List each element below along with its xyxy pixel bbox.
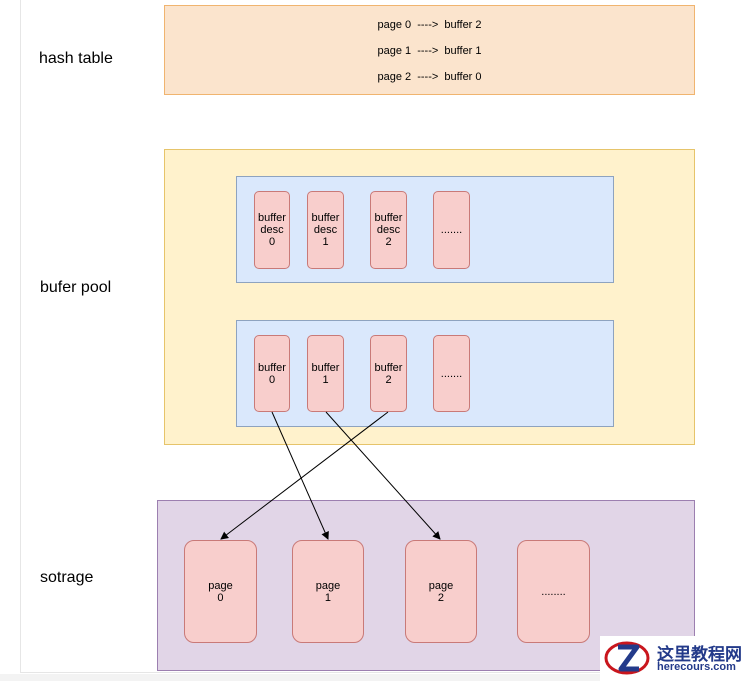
buffer-group	[236, 320, 614, 427]
buffer-pool-label: bufer pool	[40, 279, 112, 296]
hash-entry: page 2 ----> buffer 0	[377, 71, 482, 83]
storage-label: sotrage	[40, 569, 94, 586]
diagram-frame	[20, 0, 697, 673]
watermark: 这里教程网 herecours.com	[600, 636, 747, 681]
watermark-logo-icon	[604, 641, 650, 675]
buffer-desc-more: .......	[433, 191, 470, 269]
arrow-buffer1-to-page2	[325, 411, 441, 540]
hash-entry: page 1 ----> buffer 1	[377, 45, 482, 57]
arrow-buffer2-to-page0	[220, 411, 389, 540]
buffer-desc-group	[236, 176, 614, 283]
hash-table-label: hash table	[39, 50, 113, 67]
hash-entry: page 0 ----> buffer 2	[377, 19, 482, 31]
page-more: ........	[517, 540, 590, 643]
arrow-buffer0-to-page1	[271, 411, 329, 540]
watermark-url-text: herecours.com	[657, 661, 736, 673]
watermark-chinese-text: 这里教程网	[657, 645, 742, 664]
buffer-more: .......	[433, 335, 470, 412]
bottom-strip	[0, 674, 747, 681]
hash-table-box: page 0 ----> buffer 2 page 1 ----> buffe…	[164, 5, 695, 95]
